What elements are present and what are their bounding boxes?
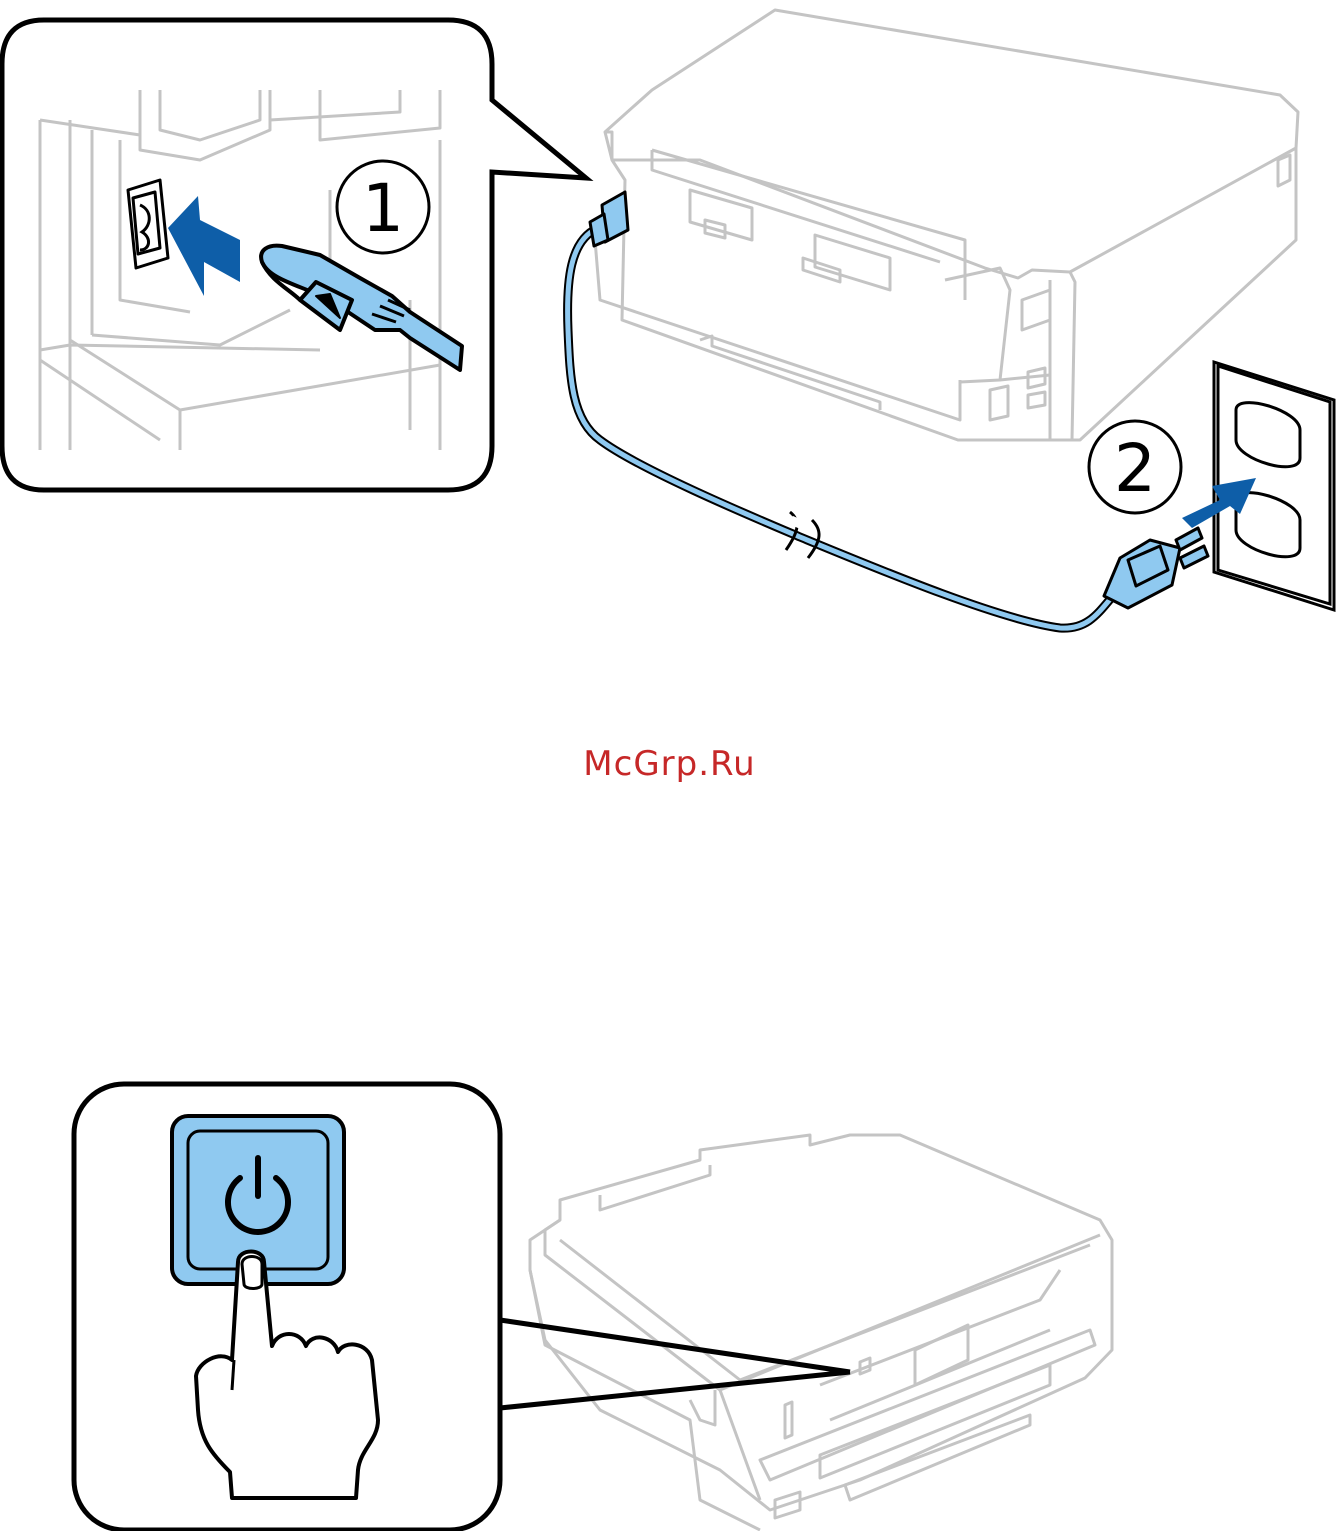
step-1-number: 1: [362, 170, 404, 247]
step-2-marker: 2: [1089, 421, 1181, 513]
printer-front-view: [530, 1135, 1112, 1530]
step-1-marker: 1: [337, 161, 429, 253]
callout-leader-lines: [500, 1320, 850, 1408]
watermark-text: McGrp.Ru: [0, 744, 1339, 784]
wall-plug: [1104, 528, 1208, 608]
zoom-callout-power-button: [74, 1084, 500, 1530]
zoom-callout-inlet: 1: [2, 20, 586, 490]
power-cable: [568, 228, 1118, 628]
step-2-number: 2: [1114, 430, 1156, 507]
printer-rear-view: [595, 10, 1298, 440]
